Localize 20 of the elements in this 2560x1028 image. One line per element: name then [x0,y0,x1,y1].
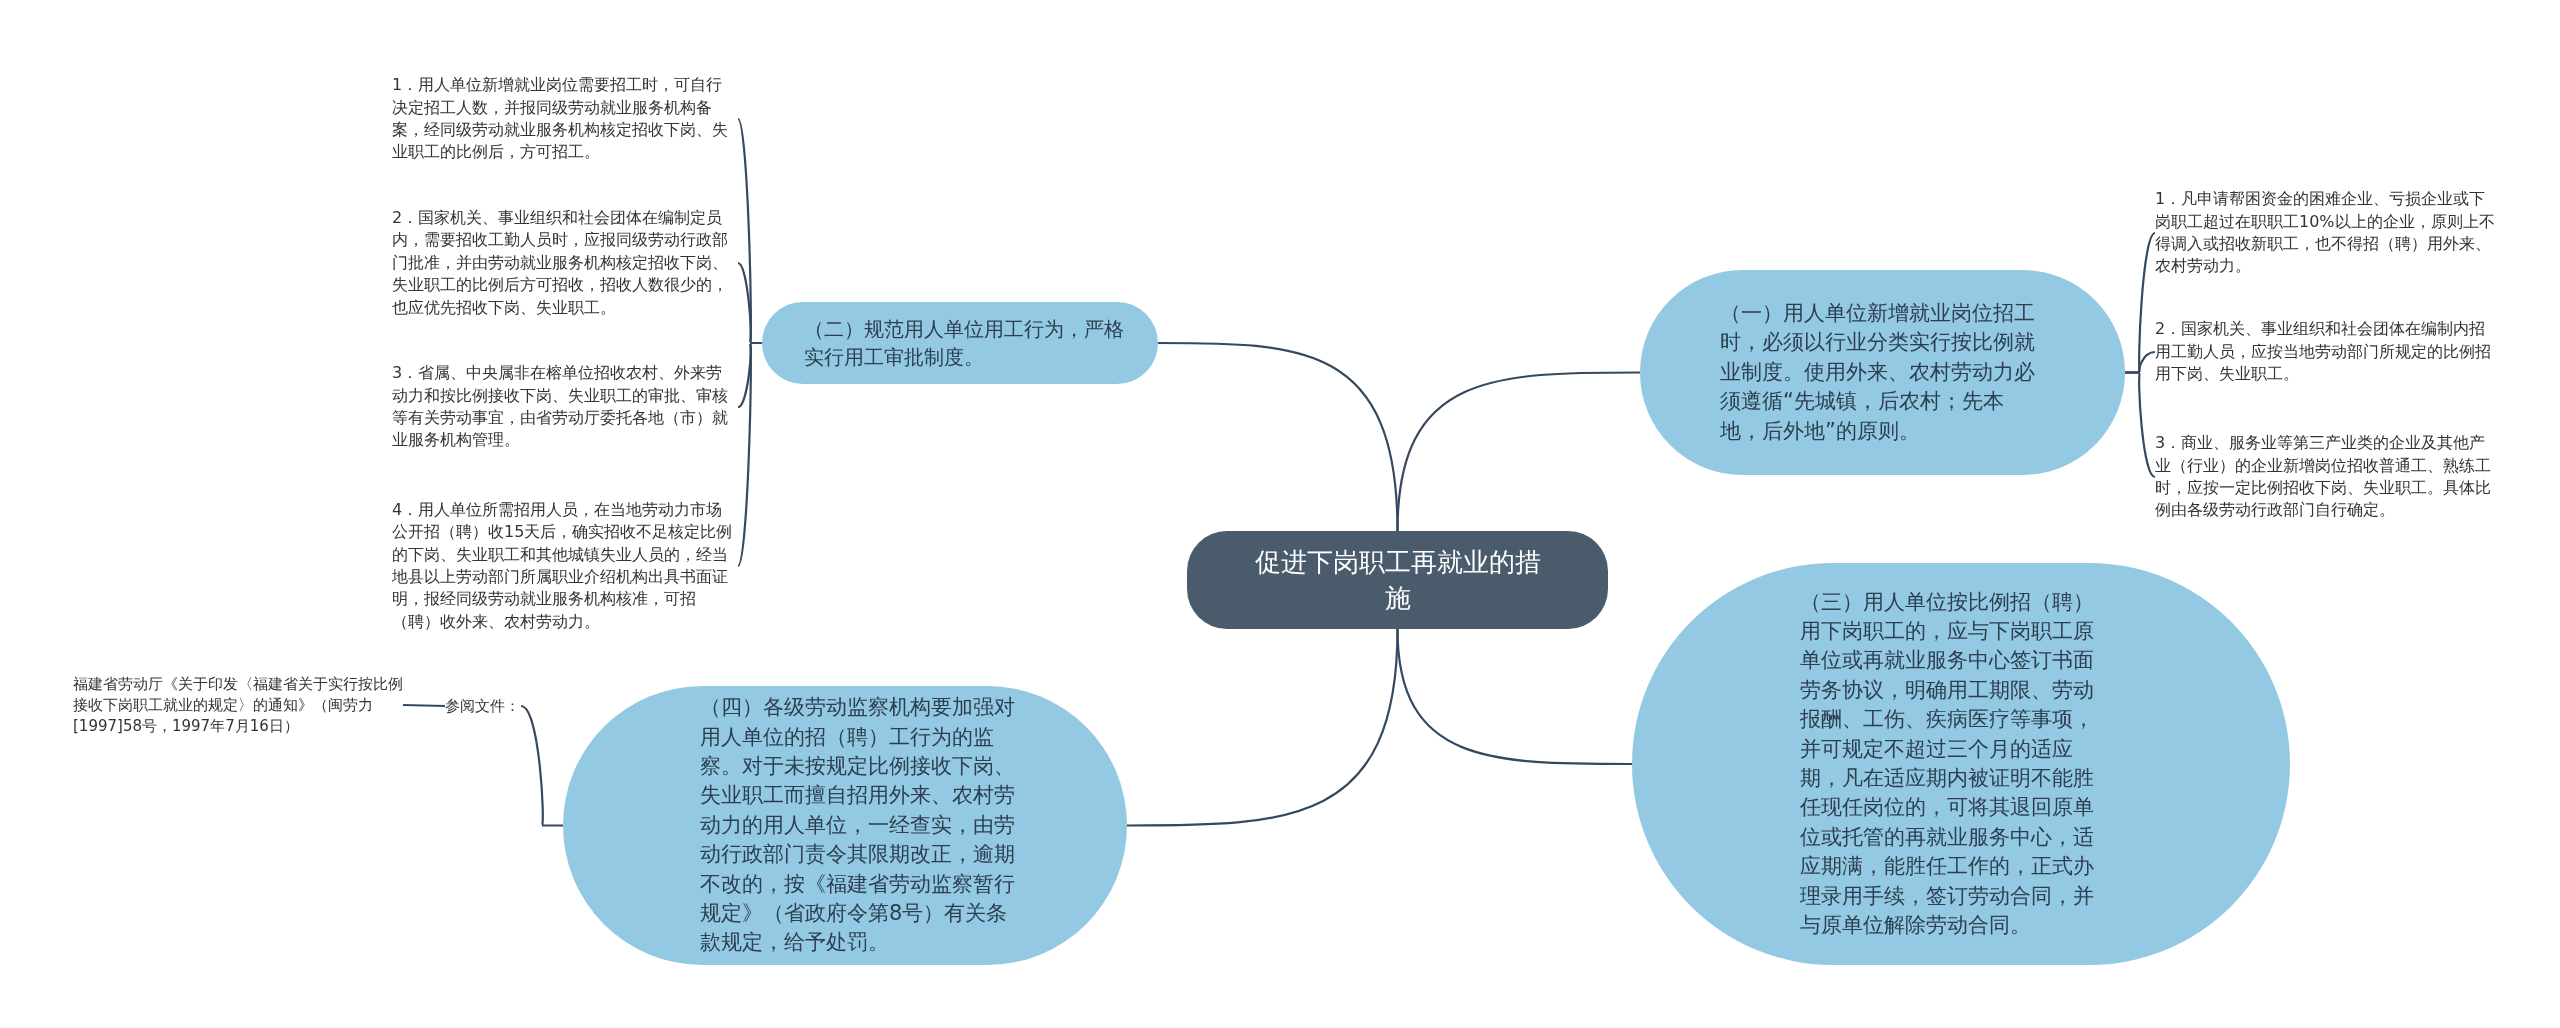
topic-bubble: （二）规范用人单位用工行为，严格实行用工审批制度。 [762,302,1158,384]
connector-line [1396,371,1640,532]
connector-line [520,705,563,827]
topic-bubble: （四）各级劳动监察机构要加强对用人单位的招（聘）工行为的监察。对于未按规定比例接收下岗、失业职工而擅自招用外来、农村劳动力的用人单位，一经查实，由劳动行政部门责令其限期改正，逾期不改的，按《福建省劳动监察暂行规定》（省政府令第8号）有关条款规定，给予处罚。 [563,686,1127,965]
note-text: 福建省劳动厅《关于印发〈福建省关于实行按比例接收下岗职工就业的规定〉的通知》（闽劳力[1997]58号，1997年7月16日） [73,670,403,740]
note-text: 参阅文件： [445,694,521,718]
note-text: 2．国家机关、事业组织和社会团体在编制定员内，需要招收工勤人员时，应报同级劳动行政部门批准，并由劳动就业服务机构核定招收下岗、失业职工的比例后方可招收，招收人数很少的，也应优先招收下岗、失业职工。 [392,205,738,321]
note-text: 2．国家机关、事业组织和社会团体在编制内招用工勤人员，应按当地劳动部门所规定的比例招用下岗、失业职工。 [2155,316,2500,388]
connector-line [2125,371,2156,478]
connector-line [1127,628,1399,827]
note-text: 3．商业、服务业等第三产业类的企业及其他产业（行业）的企业新增岗位招收普通工、熟练工时，应按一定比例招收下岗、失业职工。具体比例由各级劳动行政部门自行确定。 [2155,430,2500,524]
connector-line [737,341,762,567]
topic-bubble: （三）用人单位按比例招（聘）用下岗职工的，应与下岗职工原单位或再就业服务中心签订书面劳务协议，明确用工期限、劳动报酬、工伤、疾病医疗等事项，并可规定不超过三个月的适应期，凡在适应期内被证明不能胜任现任岗位的，可将其退回原单位或托管的再就业服务中心，适应期满，能胜任工作的，正式办理录用手续，签订劳动合同，并与原单位解除劳动合同。 [1632,563,2290,965]
note-text: 3．省属、中央属非在榕单位招收农村、外来劳动力和按比例接收下岗、失业职工的审批、审核等有关劳动事宜，由省劳动厅委托各地（市）就业服务机构管理。 [392,360,738,454]
central-topic: 促进下岗职工再就业的措施 [1187,531,1608,629]
topic-bubble: （一）用人单位新增就业岗位招工时，必须以行业分类实行按比例就业制度。使用外来、农村劳动力必须遵循“先城镇，后农村；先本地，后外地”的原则。 [1640,270,2125,475]
connector-line [402,703,446,708]
note-text: 4．用人单位所需招用人员，在当地劳动力市场公开招（聘）收15天后，确实招收不足核定比例的下岗、失业职工和其他城镇失业人员的，经当地县以上劳动部门所属职业介绍机构出具书面证明，报经同级劳动就业服务机构核准，可招（聘）收外来、农村劳动力。 [392,498,738,634]
note-text: 1．凡申请帮困资金的困难企业、亏损企业或下岗职工超过在职职工10%以上的企业，原则上不得调入或招收新职工，也不得招（聘）用外来、农村劳动力。 [2155,186,2500,280]
note-text: 1．用人单位新增就业岗位需要招工时，可自行决定招工人数，并报同级劳动就业服务机构备案，经同级劳动就业服务机构核定招收下岗、失业职工的比例后，方可招工。 [392,72,738,166]
